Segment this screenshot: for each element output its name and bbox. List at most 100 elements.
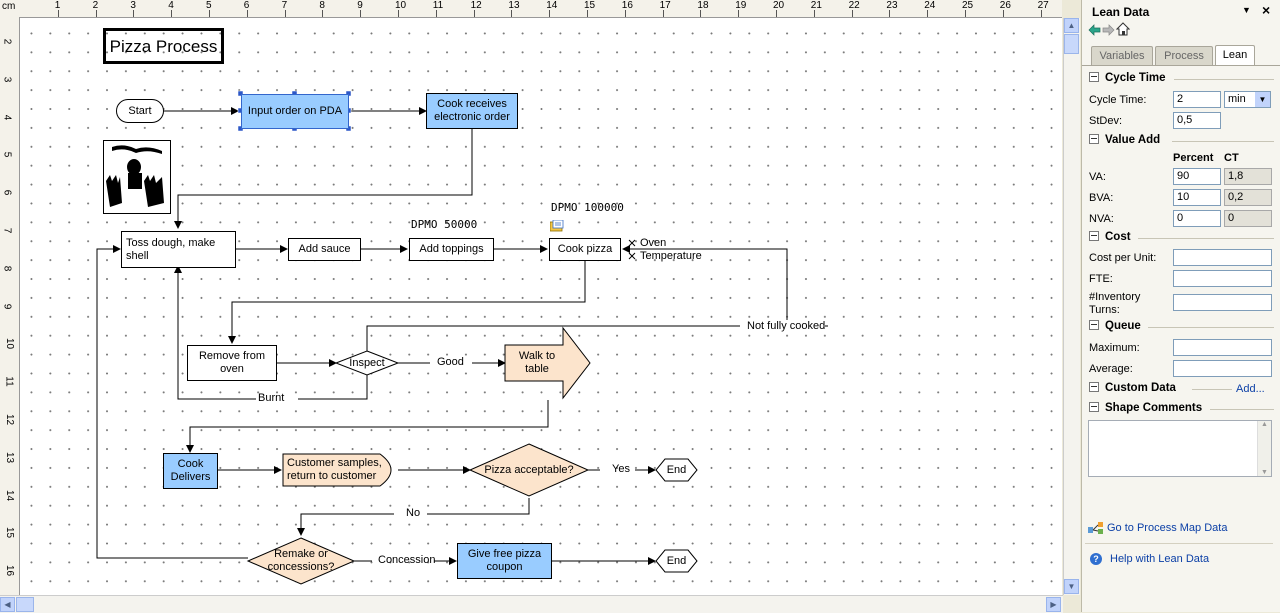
ruler-tick	[700, 10, 702, 17]
give-free-coupon-step[interactable]: Give free pizza coupon	[457, 543, 552, 579]
toss-dough-step[interactable]: Toss dough, make shell	[121, 231, 236, 268]
forward-arrow-icon[interactable]	[1102, 24, 1115, 39]
ruler-label: 10	[4, 338, 16, 350]
ruler-label: 16	[4, 565, 16, 577]
horizontal-scrollbar[interactable]: ◀ ▶	[0, 595, 1063, 613]
queue-header[interactable]: Queue	[1089, 319, 1141, 332]
ruler-tick	[284, 10, 286, 17]
cycle-time-field[interactable]: 2	[1173, 91, 1221, 108]
cycle-time-header[interactable]: Cycle Time	[1089, 71, 1166, 84]
input-order-step[interactable]: Input order on PDA	[241, 94, 349, 129]
bva-percent-field[interactable]: 10	[1173, 189, 1221, 206]
cook-pizza-step[interactable]: Cook pizza	[549, 238, 621, 261]
ruler-tick	[738, 10, 740, 17]
cook-delivers-step[interactable]: Cook Delivers	[163, 453, 218, 489]
link-divider	[1085, 543, 1273, 544]
tab-divider	[1082, 65, 1280, 66]
ruler-label: 2	[1, 38, 13, 45]
vertical-scroll-thumb[interactable]	[1064, 34, 1079, 54]
help-icon: ?	[1090, 553, 1102, 565]
ruler-tick	[360, 10, 362, 17]
cost-per-unit-field[interactable]	[1173, 249, 1272, 266]
diagram-title[interactable]: Pizza Process	[103, 28, 224, 64]
ruler-tick	[1002, 10, 1004, 17]
tab-variables[interactable]: Variables	[1091, 46, 1153, 65]
home-icon[interactable]	[1115, 22, 1131, 39]
end-terminator-1[interactable]: End	[666, 463, 687, 476]
custom-data-header[interactable]: Custom Data	[1089, 381, 1176, 394]
panel-menu-icon[interactable]: ▼	[1242, 5, 1251, 15]
ruler-label: 1	[54, 0, 61, 11]
ruler-tick	[435, 10, 437, 17]
add-sauce-step[interactable]: Add sauce	[288, 238, 361, 261]
ruler-label: 17	[659, 0, 671, 11]
back-arrow-icon[interactable]	[1088, 24, 1101, 39]
end-terminator-2[interactable]: End	[666, 554, 687, 567]
inspect-decision[interactable]: Inspect	[349, 356, 385, 369]
section-rule	[1192, 389, 1232, 390]
ruler-label: 8	[1, 265, 13, 272]
customer-samples-step[interactable]: Customer samples, return to customer	[287, 457, 382, 482]
remove-from-oven-step[interactable]: Remove from oven	[187, 345, 277, 381]
ruler-label: 14	[4, 489, 16, 501]
ruler-label: 12	[4, 413, 16, 426]
queue-maximum-field[interactable]	[1173, 339, 1272, 356]
scroll-right-button[interactable]: ▶	[1046, 597, 1061, 612]
shape-comments-textarea[interactable]: ▲ ▼	[1088, 420, 1272, 477]
tab-lean[interactable]: Lean	[1215, 45, 1255, 66]
vertical-scrollbar[interactable]: ▲ ▼	[1063, 18, 1080, 595]
va-percent-field[interactable]: 90	[1173, 168, 1221, 185]
ruler-label: 27	[1037, 0, 1049, 11]
horizontal-scroll-thumb[interactable]	[16, 597, 34, 612]
ruler-tick	[813, 10, 815, 17]
yes-label: Yes	[612, 463, 630, 475]
fte-field[interactable]	[1173, 270, 1272, 287]
flowchart-connectors	[96, 90, 828, 585]
add-custom-data-link[interactable]: Add...	[1236, 383, 1265, 395]
process-map-data-link[interactable]: Go to Process Map Data	[1107, 522, 1228, 534]
scroll-down-button[interactable]: ▼	[1064, 579, 1079, 594]
nva-percent-field[interactable]: 0	[1173, 210, 1221, 227]
chevron-down-icon[interactable]: ▼	[1255, 92, 1270, 107]
ruler-tick	[927, 10, 929, 17]
ruler-label: 3	[1, 76, 13, 83]
scroll-up-icon[interactable]: ▲	[1261, 421, 1268, 428]
cost-per-unit-label: Cost per Unit:	[1089, 252, 1157, 264]
nva-label: NVA:	[1089, 213, 1114, 225]
inventory-turns-field[interactable]	[1173, 294, 1272, 311]
ruler-label: 11	[3, 376, 15, 387]
ruler-label: 14	[546, 0, 558, 11]
temperature-factor-label: Temperature	[640, 250, 702, 262]
close-icon[interactable]: ×	[1262, 2, 1271, 18]
stdev-field[interactable]: 0,5	[1173, 112, 1221, 129]
help-lean-data-link[interactable]: Help with Lean Data	[1110, 553, 1210, 565]
cost-header[interactable]: Cost	[1089, 230, 1131, 243]
ruler-label: 7	[281, 0, 288, 11]
walk-to-table-step[interactable]: Walk to table	[518, 350, 556, 375]
scroll-up-button[interactable]: ▲	[1064, 18, 1079, 33]
cook-receives-step[interactable]: Cook receives electronic order	[426, 93, 518, 129]
start-terminator[interactable]: Start	[116, 99, 164, 123]
bva-ct-field: 0,2	[1224, 189, 1272, 206]
scroll-down-icon[interactable]: ▼	[1261, 469, 1268, 476]
remake-decision[interactable]: Remake or concessions?	[267, 548, 335, 573]
end-hex-2	[655, 549, 698, 573]
queue-average-field[interactable]	[1173, 360, 1272, 377]
tab-process[interactable]: Process	[1155, 46, 1213, 65]
ruler-tick	[209, 10, 210, 17]
value-add-header[interactable]: Value Add	[1089, 133, 1160, 146]
add-toppings-step[interactable]: Add toppings	[409, 238, 494, 261]
shape-comments-header[interactable]: Shape Comments	[1089, 401, 1202, 414]
chef-image[interactable]	[103, 140, 171, 214]
ct-column-header: CT	[1224, 152, 1239, 164]
drawing-canvas[interactable]: Pizza Process Start Input order on PDA C…	[20, 18, 1062, 595]
section-rule	[1210, 409, 1274, 410]
pizza-acceptable-decision[interactable]: Pizza acceptable?	[484, 463, 574, 476]
comments-scrollbar[interactable]: ▲ ▼	[1257, 421, 1271, 476]
ruler-label: 6	[243, 0, 250, 11]
scroll-left-button[interactable]: ◀	[0, 597, 15, 612]
end-hex-1	[655, 458, 698, 482]
ruler-tick	[322, 10, 324, 17]
cycle-time-unit-select[interactable]: min ▼	[1224, 91, 1271, 108]
ruler-label: 9	[357, 0, 363, 11]
